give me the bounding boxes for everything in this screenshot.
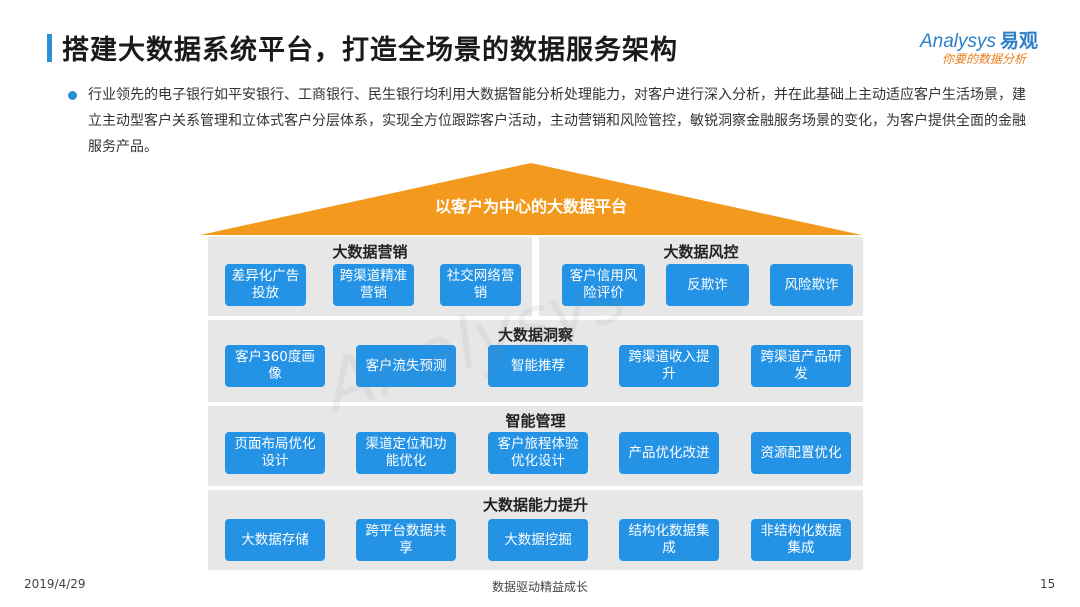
bullet-paragraph: 行业领先的电子银行如平安银行、工商银行、民生银行均利用大数据智能分析处理能力，对… bbox=[88, 87, 1026, 155]
panel-marketing: 大数据营销 差异化广告投放 跨渠道精准营销 社交网络营销 bbox=[208, 237, 532, 316]
box-management-2: 渠道定位和功能优化 bbox=[356, 432, 456, 474]
box-capability-5: 非结构化数据集成 bbox=[751, 519, 851, 561]
page-number: 15 bbox=[1040, 577, 1056, 591]
logo-brand-en: Analysys bbox=[920, 31, 997, 52]
box-marketing-2: 跨渠道精准营销 bbox=[333, 264, 414, 306]
panel-title-capability: 大数据能力提升 bbox=[482, 496, 588, 514]
panel-insight: 大数据洞察 客户360度画像 客户流失预测 智能推荐 跨渠道收入提升 跨渠道产品… bbox=[208, 320, 863, 402]
box-insight-5: 跨渠道产品研发 bbox=[751, 345, 851, 387]
panel-title-insight: 大数据洞察 bbox=[497, 326, 573, 344]
box-insight-4: 跨渠道收入提升 bbox=[619, 345, 719, 387]
panel-risk: 大数据风控 客户信用风险评价 反欺诈 风险欺诈 bbox=[539, 237, 863, 316]
box-insight-1: 客户360度画像 bbox=[225, 345, 325, 387]
footer-date: 2019/4/29 bbox=[24, 577, 86, 591]
box-risk-3: 风险欺诈 bbox=[770, 264, 853, 306]
panel-capability: 大数据能力提升 大数据存储 跨平台数据共享 大数据挖掘 结构化数据集成 非结构化… bbox=[208, 490, 863, 570]
box-insight-3: 智能推荐 bbox=[488, 345, 588, 387]
footer-slogan: 数据驱动精益成长 bbox=[491, 580, 588, 594]
box-marketing-1: 差异化广告投放 bbox=[225, 264, 306, 306]
box-risk-1: 客户信用风险评价 bbox=[562, 264, 645, 306]
panel-management: 智能管理 页面布局优化设计 渠道定位和功能优化 客户旅程体验优化设计 产品优化改… bbox=[208, 406, 863, 486]
title-accent-bar bbox=[47, 34, 52, 62]
box-capability-4: 结构化数据集成 bbox=[619, 519, 719, 561]
box-insight-2: 客户流失预测 bbox=[356, 345, 456, 387]
box-capability-1: 大数据存储 bbox=[225, 519, 325, 561]
box-management-5: 资源配置优化 bbox=[751, 432, 851, 474]
roof-label: 以客户为中心的大数据平台 bbox=[434, 197, 627, 216]
logo-brand-cn: 易观 bbox=[1000, 31, 1039, 52]
box-marketing-3: 社交网络营销 bbox=[440, 264, 521, 306]
page-title: 搭建大数据系统平台，打造全场景的数据服务架构 bbox=[62, 35, 678, 66]
panel-title-marketing: 大数据营销 bbox=[332, 243, 408, 261]
box-risk-2: 反欺诈 bbox=[666, 264, 749, 306]
box-management-3: 客户旅程体验优化设计 bbox=[488, 432, 588, 474]
panel-title-management: 智能管理 bbox=[505, 412, 566, 430]
box-management-1: 页面布局优化设计 bbox=[225, 432, 325, 474]
logo-slogan: 你要的数据分析 bbox=[942, 52, 1027, 66]
box-management-4: 产品优化改进 bbox=[619, 432, 719, 474]
panel-title-risk: 大数据风控 bbox=[663, 243, 739, 261]
roof-triangle bbox=[200, 163, 862, 235]
bullet-icon bbox=[68, 91, 77, 100]
box-capability-3: 大数据挖掘 bbox=[488, 519, 588, 561]
box-capability-2: 跨平台数据共享 bbox=[356, 519, 456, 561]
